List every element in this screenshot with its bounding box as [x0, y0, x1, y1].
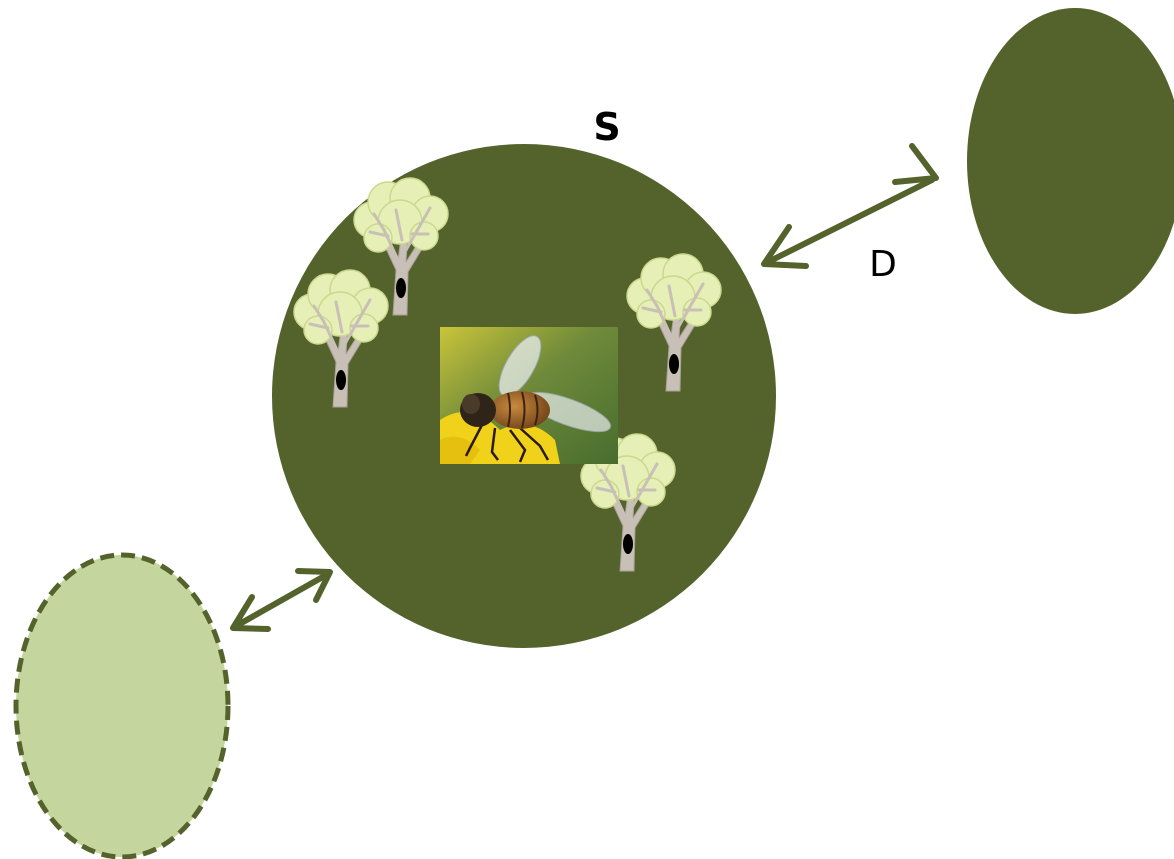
dispersal-arrow-right [761, 143, 939, 269]
distance-label: D [869, 244, 897, 285]
patch-size-label: S [593, 105, 620, 149]
dispersal-arrow-left [230, 568, 333, 632]
hoverfly-photo [440, 327, 618, 464]
right-habitat-patch [967, 8, 1174, 314]
empty-habitat-patch [13, 552, 231, 859]
